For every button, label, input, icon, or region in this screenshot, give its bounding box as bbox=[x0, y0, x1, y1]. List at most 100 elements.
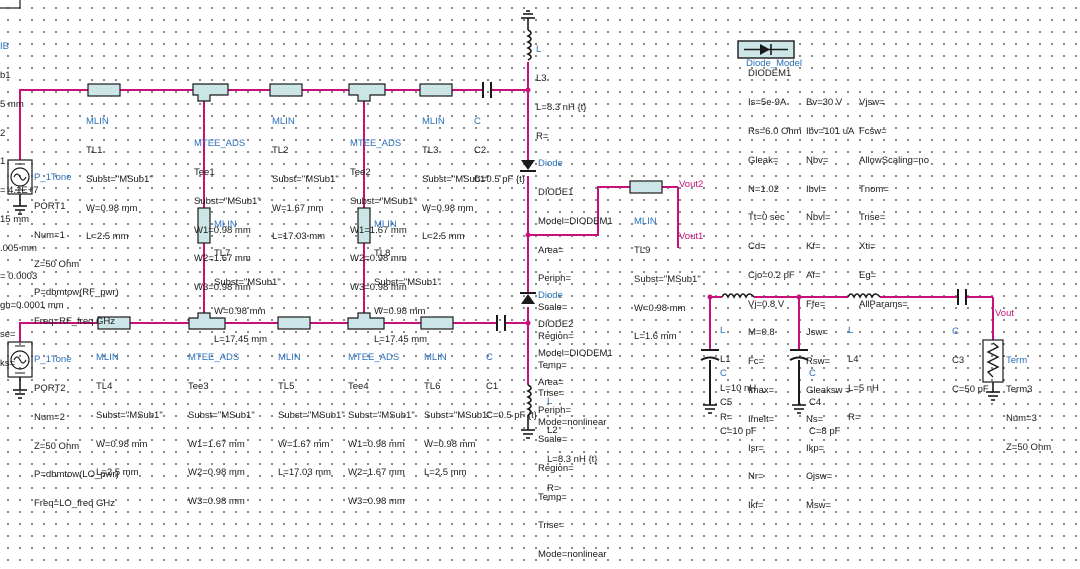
component-id: TL2 bbox=[272, 144, 289, 156]
component-param: L=17.45 mm bbox=[214, 334, 268, 346]
tl8-label: MLIN TL8 Subst="MSub1" W=0.98 mm L=17.45… bbox=[374, 201, 441, 355]
component-param: Region= bbox=[538, 462, 574, 474]
component-param: L=2.5 mm bbox=[422, 231, 465, 243]
component-param: R= bbox=[848, 411, 861, 423]
junctions bbox=[525, 87, 802, 326]
mlin-tl6 bbox=[420, 316, 454, 330]
component-id: C2 bbox=[474, 144, 487, 156]
substrate-line: se= bbox=[0, 329, 16, 340]
component-id: C1 bbox=[486, 380, 499, 392]
tl7-label: MLIN TL7 Subst="MSub1" W=0.98 mm L=17.45… bbox=[214, 201, 281, 355]
tee4-label: MTEE_ADS Tee4 Subst="MSub1" W1=0.98 mm W… bbox=[348, 334, 415, 516]
model-param: Isr= bbox=[748, 442, 765, 454]
ports[interactable] bbox=[7, 159, 33, 378]
vout1-label: Vout1 bbox=[679, 231, 704, 242]
component-type: MLIN bbox=[374, 219, 397, 231]
component-param: L=2.5 mm bbox=[96, 467, 139, 479]
grounds bbox=[13, 10, 1000, 439]
model-param: Nr= bbox=[748, 471, 764, 483]
component-id: C4 bbox=[809, 396, 822, 408]
component-id: DIODE1 bbox=[538, 186, 574, 198]
model-param: Imelt= bbox=[748, 413, 775, 425]
tl4-label: MLIN TL4 Subst="MSub1" W=0.98 mm L=2.5 m… bbox=[96, 334, 163, 488]
model-param: Tt=0 sec bbox=[748, 212, 785, 224]
component-param: Z=50 Ohm bbox=[34, 258, 80, 270]
model-param: Gleak= bbox=[748, 154, 779, 166]
tl9-label: MLIN TL9 Subst="MSub1" W=0.98 mm L=1.6 m… bbox=[634, 198, 701, 352]
component-type: C bbox=[720, 368, 727, 380]
component-param: Periph= bbox=[538, 273, 572, 285]
component-type: C bbox=[486, 352, 493, 364]
component-type: MLIN bbox=[214, 219, 237, 231]
component-param: C=8 pF bbox=[809, 425, 841, 437]
component-id: L3 bbox=[536, 72, 547, 84]
component-param: W3=0.98 mm bbox=[350, 282, 407, 294]
model-param: Nbv= bbox=[806, 154, 829, 166]
component-param: C=50 pF bbox=[952, 383, 989, 395]
model-param: Cjo=0.2 pF bbox=[748, 269, 795, 281]
component-type: L bbox=[848, 325, 854, 337]
term3-resistor[interactable] bbox=[982, 339, 1004, 383]
inductor-l4 bbox=[847, 293, 881, 299]
inductor-l3 bbox=[526, 29, 532, 61]
substrate-block[interactable] bbox=[0, 0, 21, 9]
component-param: Trise= bbox=[538, 520, 565, 532]
component-param: L=2.5 mm bbox=[86, 231, 129, 243]
component-id: TL7 bbox=[214, 247, 231, 259]
tl5-label: MLIN TL5 Subst="MSub1" W=1.67 mm L=17.03… bbox=[278, 334, 345, 488]
component-param: W=0.98 mm bbox=[634, 302, 686, 314]
schematic-canvas[interactable] bbox=[0, 0, 1080, 484]
component-param: Subst="MSub1" bbox=[96, 409, 163, 421]
substrate-type: IB bbox=[0, 41, 9, 53]
model-param: Vj=0.8 V bbox=[748, 298, 785, 310]
component-id: Tee1 bbox=[194, 166, 215, 178]
component-param: W=0.98 mm bbox=[214, 305, 266, 317]
component-type: L bbox=[720, 325, 726, 337]
component-param: Mode=nonlinear bbox=[538, 417, 607, 429]
diode-model-name: DIODEM1 bbox=[748, 68, 792, 79]
mlin-blocks[interactable] bbox=[87, 83, 663, 330]
diode-model-type: Diode_Model bbox=[746, 58, 802, 69]
model-param: AllParams= bbox=[859, 298, 908, 310]
substrate-line: gh=0.0001 mm bbox=[0, 300, 64, 312]
capacitors-series[interactable] bbox=[482, 82, 967, 331]
component-param: W=0.98 mm bbox=[424, 438, 476, 450]
mtee-blocks[interactable] bbox=[188, 83, 386, 330]
component-param: Z=50 Ohm bbox=[1006, 441, 1052, 453]
component-param: W=1.67 mm bbox=[278, 438, 330, 450]
mtee-tee2 bbox=[348, 83, 386, 102]
c5-label: C C5 C=10 pF bbox=[720, 350, 757, 446]
component-param: Subst="MSub1" bbox=[350, 195, 417, 207]
component-param: W=0.98 mm bbox=[96, 438, 148, 450]
component-type: MLIN bbox=[634, 216, 657, 228]
component-id: TL9 bbox=[634, 244, 651, 256]
component-id: PORT2 bbox=[34, 382, 66, 394]
l2-label: L L2 L=8.3 nH {t} R= bbox=[547, 378, 597, 503]
component-id: Tee2 bbox=[350, 166, 371, 178]
component-param: Area= bbox=[538, 244, 564, 256]
substrate-line: = 0.0003 bbox=[0, 271, 38, 283]
l1-label: L L1 L=10 nH R= bbox=[720, 307, 756, 432]
inductors[interactable] bbox=[526, 18, 881, 430]
port1-source bbox=[7, 159, 33, 195]
component-param: Subst="MSub1" bbox=[348, 409, 415, 421]
component-type: Term bbox=[1006, 355, 1028, 367]
component-param: Scale= bbox=[538, 302, 568, 314]
capacitors-shunt[interactable] bbox=[700, 349, 809, 405]
component-type: MLIN bbox=[96, 352, 119, 364]
model-param: Af= bbox=[806, 269, 821, 281]
component-param: L=8.3 nH {t} bbox=[536, 101, 587, 113]
diode1-label: Diode DIODE1 Model=DIODEM1 Area= Periph=… bbox=[538, 140, 613, 437]
diode-model-symbol[interactable] bbox=[737, 40, 795, 59]
diodes[interactable] bbox=[520, 160, 536, 304]
component-type: MLIN bbox=[86, 116, 109, 128]
component-id: TL3 bbox=[422, 144, 439, 156]
component-param: Trise= bbox=[538, 388, 565, 400]
c4-label: C C4 C=8 pF bbox=[809, 350, 840, 446]
diode-model-label: Diode_Model DIODEM1 Is=5e-9A Rs=6.0 Ohm … bbox=[746, 59, 929, 510]
component-param: R= bbox=[720, 411, 733, 423]
model-param: Kf= bbox=[806, 241, 821, 253]
component-type: C bbox=[809, 368, 816, 380]
component-param: Model=DIODEM1 bbox=[538, 347, 613, 359]
component-id: TL6 bbox=[424, 380, 441, 392]
